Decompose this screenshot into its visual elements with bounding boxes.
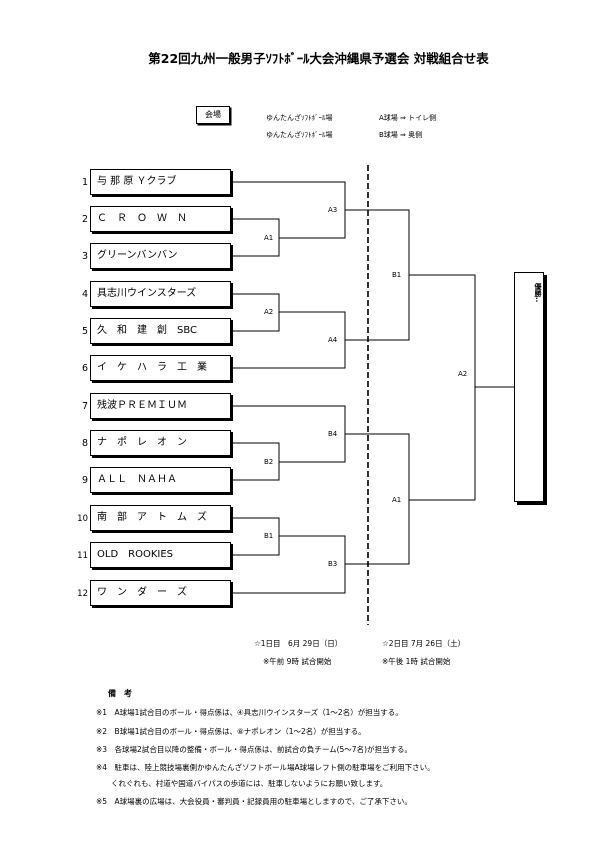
note-item: ※5 A球場裏の広場は、大会役員・審判員・記録員用の駐車場としますので、ご了承下… (96, 797, 412, 806)
team-number: 7 (81, 401, 88, 412)
team-number: 11 (77, 551, 88, 561)
match-label: A4 (328, 336, 338, 344)
team-box: グリーンバンバン (90, 243, 231, 269)
match-label: B4 (328, 430, 338, 438)
venue-line-b: ゆんたんざｿﾌﾄﾎﾞｰﾙ場 B球場 ⇒ 奥側 (266, 130, 422, 140)
day1-time: ※午前 9時 試合開始 (263, 657, 332, 666)
team-number: 2 (81, 214, 88, 225)
winner-label: 優勝.. (534, 283, 542, 303)
team-number: 8 (81, 438, 88, 449)
match-label: B1 (264, 532, 274, 540)
team-box: 具志川ウインスターズ (90, 281, 231, 307)
venue-field: A球場 ⇒ トイレ側 (379, 114, 437, 122)
match-label: A2 (264, 308, 274, 316)
bracket-line (409, 274, 476, 501)
team-box: ＡＬＬ ＮＡＨＡ (90, 467, 231, 493)
venue-line-a: ゆんたんざｿﾌﾄﾎﾞｰﾙ場 A球場 ⇒ トイレ側 (266, 113, 436, 123)
match-label: A1 (392, 496, 402, 504)
team-box: 与 那 原 Ｙクラブ (90, 169, 231, 195)
team-number: 9 (81, 475, 88, 486)
team-box: 残波ＰＲＥＭＩＵＭ (90, 393, 231, 419)
team-box: イ ケ ハ ラ 工 業 (90, 355, 231, 381)
venue-field: B球場 ⇒ 奥側 (379, 131, 423, 139)
note-item: ※2 B球場1試合目のボール・得点係は、⑧ナポレオン（1～2名）が担当する。 (96, 727, 366, 736)
team-box: 久 和 建 創 SBC (90, 318, 231, 344)
team-box: ナ ポ レ オ ン (90, 430, 231, 456)
team-number: 5 (81, 326, 88, 337)
bracket-line (345, 433, 410, 565)
team-number: 4 (81, 289, 88, 300)
team-box: Ｃ Ｒ Ｏ Ｗ Ｎ (90, 206, 231, 232)
notes-title: 備 考 (108, 689, 132, 698)
match-label: B2 (264, 458, 274, 466)
note-item: ※3 各球場2試合目以降の整備・ボール・得点係は、前試合の負チーム(5～7名)が… (96, 745, 412, 754)
day2-time: ※午後 1時 試合開始 (382, 657, 451, 666)
match-label: A2 (458, 370, 468, 378)
team-number: 10 (77, 514, 88, 524)
day1-date: ☆1日目 6月 29日（日） (254, 639, 343, 648)
team-number: 3 (81, 251, 88, 262)
day2-date: ☆2日目 7月 26日（土） (382, 639, 466, 648)
venue-label: 会場 (196, 106, 230, 124)
team-box: OLD ROOKIES (90, 542, 231, 568)
team-number: 1 (81, 177, 88, 188)
team-number: 6 (81, 363, 88, 374)
note-item: くれぐれも、村道や国道バイパスの歩道には、駐車しないようにお願い致します。 (96, 779, 388, 788)
page-title: 第22回九州一般男子ｿﾌﾄﾎﾞｰﾙ大会沖縄県予選会 対戦組合せ表 (148, 51, 489, 66)
team-number: 12 (77, 589, 88, 599)
team-box: ワ ン ダ ー ズ (90, 580, 231, 606)
note-item: ※4 駐車は、陸上競技場裏側かゆんたんざソフトボール場A球場レフト側の駐車場をご… (96, 763, 435, 772)
venue-name: ゆんたんざｿﾌﾄﾎﾞｰﾙ場 (266, 131, 333, 139)
match-label: A3 (328, 206, 338, 214)
match-label: B1 (392, 271, 402, 279)
note-item: ※1 A球場1試合目のボール・得点係は、④具志川ウインスターズ（1～2名）が担当… (96, 708, 403, 717)
team-box: 南 部 ア ト ム ズ (90, 505, 231, 531)
winner-box: 優勝.. (514, 272, 544, 502)
match-label: B3 (328, 560, 338, 568)
match-label: A1 (264, 234, 274, 242)
venue-name: ゆんたんざｿﾌﾄﾎﾞｰﾙ場 (266, 114, 333, 122)
